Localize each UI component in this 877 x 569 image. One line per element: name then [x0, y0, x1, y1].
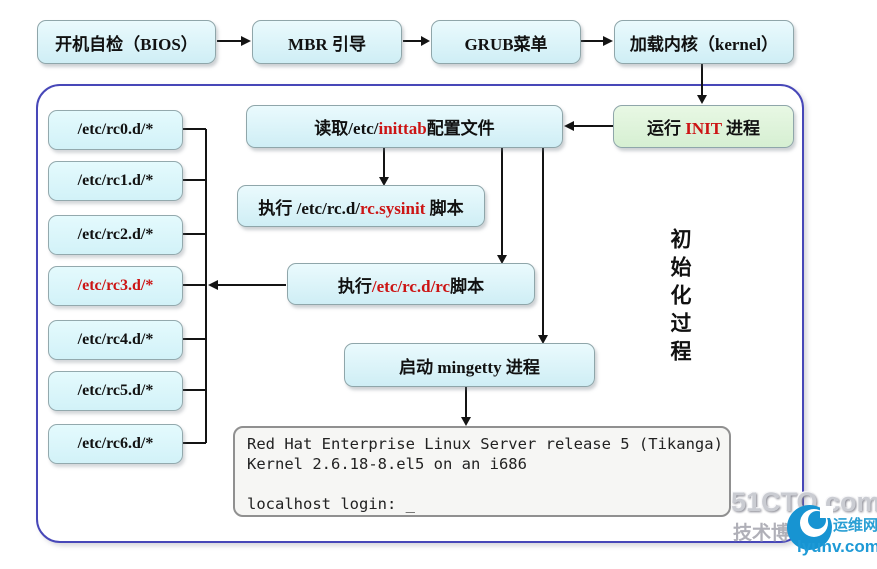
runlevel-rc2-box: /etc/rc2.d/* [48, 215, 183, 255]
mbr-step-label: MBR 引导 [288, 34, 366, 54]
read-inittab-label: 读取/etc/inittab配置文件 [314, 119, 495, 138]
runlevel-rc5-label: /etc/rc5.d/* [77, 382, 154, 399]
bios-step-label: 开机自检（BIOS） [55, 34, 198, 54]
run-init-box: 运行 INIT 进程 [613, 105, 794, 148]
read-inittab-box: 读取/etc/inittab配置文件 [246, 105, 563, 148]
terminal-line: Kernel 2.6.18-8.el5 on an i686 [247, 455, 527, 473]
init-process-side-label: 初始化过程 [668, 228, 691, 368]
lyunv-site-url: lyunv.com [797, 537, 877, 556]
init-process-container [36, 84, 804, 543]
kernel-step-box: 加载内核（kernel） [614, 20, 794, 64]
runlevel-rc4-label: /etc/rc4.d/* [77, 331, 154, 348]
terminal-line [247, 474, 729, 494]
grub-step-label: GRUB菜单 [464, 34, 548, 54]
login-terminal-box: Red Hat Enterprise Linux Server release … [233, 426, 731, 517]
runlevel-rc0-box: /etc/rc0.d/* [48, 110, 183, 150]
kernel-step-label: 加载内核（kernel） [629, 34, 779, 54]
rc-script-box: 执行/etc/rc.d/rc脚本 [287, 263, 535, 305]
rc-sysinit-label: 执行 /etc/rc.d/rc.sysinit 脚本 [258, 198, 464, 218]
mingetty-label: 启动 mingetty 进程 [399, 357, 540, 377]
terminal-line: Red Hat Enterprise Linux Server release … [247, 435, 723, 453]
rc-sysinit-box: 执行 /etc/rc.d/rc.sysinit 脚本 [237, 185, 485, 227]
runlevel-rc2-label: /etc/rc2.d/* [77, 226, 154, 243]
terminal-line: localhost login: _ [247, 495, 415, 513]
grub-step-box: GRUB菜单 [431, 20, 581, 64]
rc-script-label: 执行/etc/rc.d/rc脚本 [337, 276, 485, 296]
runlevel-rc6-label: /etc/rc6.d/* [77, 435, 154, 452]
mbr-step-box: MBR 引导 [252, 20, 402, 64]
runlevel-rc3-box: /etc/rc3.d/* [48, 266, 183, 306]
runlevel-rc5-box: /etc/rc5.d/* [48, 371, 183, 411]
runlevel-rc1-label: /etc/rc1.d/* [77, 172, 154, 189]
runlevel-rc6-box: /etc/rc6.d/* [48, 424, 183, 464]
run-init-label: 运行 INIT 进程 [646, 119, 761, 138]
runlevel-rc4-box: /etc/rc4.d/* [48, 320, 183, 360]
lyunv-site-name: 运维网 [833, 517, 877, 534]
lyunv-logo-icon [787, 505, 833, 550]
runlevel-rc3-label: /etc/rc3.d/* [77, 277, 154, 294]
runlevel-rc0-label: /etc/rc0.d/* [77, 121, 154, 138]
bios-step-box: 开机自检（BIOS） [37, 20, 216, 64]
mingetty-box: 启动 mingetty 进程 [344, 343, 595, 387]
runlevel-rc1-box: /etc/rc1.d/* [48, 161, 183, 201]
